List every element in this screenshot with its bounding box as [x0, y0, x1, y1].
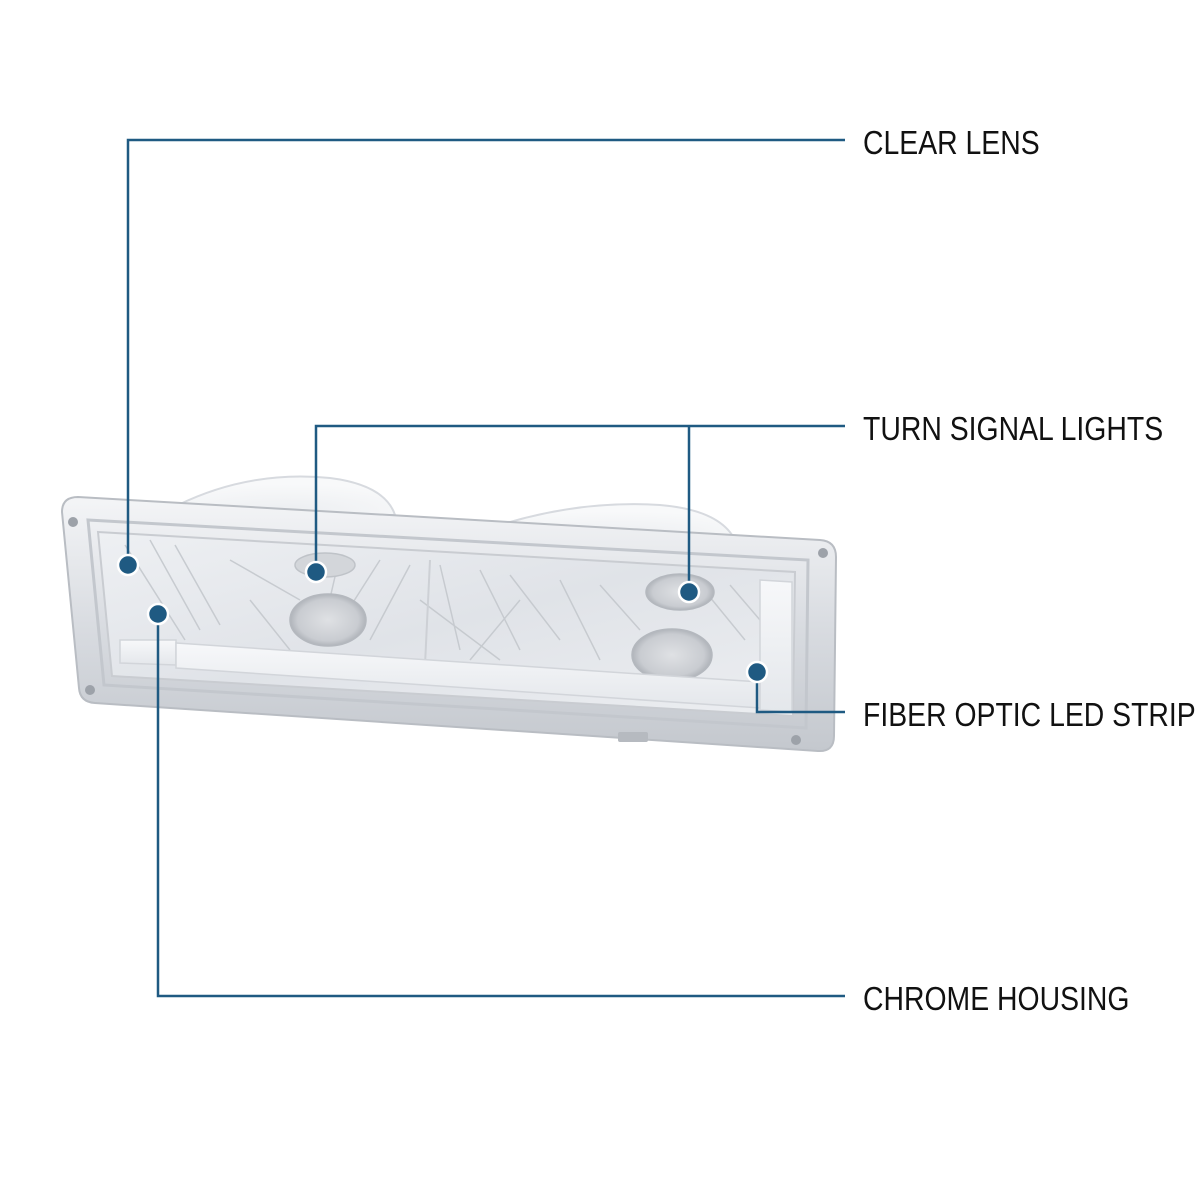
callout-line-led-strip [755, 672, 845, 714]
connector-tab [618, 732, 648, 742]
turn-signal-bulb-1 [289, 593, 367, 647]
fiber-optic-led-strip [119, 579, 793, 713]
callout-dot-chrome-housing [146, 602, 170, 626]
callout-dot-turn-signal-1 [304, 560, 328, 584]
mount-hole-top-right [818, 548, 828, 558]
mount-hole-bottom-left [85, 685, 95, 695]
label-clear-lens: CLEAR LENS [863, 124, 1040, 161]
callout-dot-clear-lens [116, 553, 140, 577]
label-chrome-housing: CHROME HOUSING [863, 980, 1130, 1017]
mount-hole-bottom-right [791, 735, 801, 745]
label-turn-signal-lights: TURN SIGNAL LIGHTS [863, 410, 1164, 447]
label-fiber-optic-led-strip: FIBER OPTIC LED STRIP [863, 696, 1196, 733]
callout-dot-turn-signal-2 [677, 580, 701, 604]
callout-dot-led-strip [745, 660, 769, 684]
callout-line-chrome-housing [156, 614, 845, 998]
turn-signal-bulb-4 [631, 628, 713, 682]
mount-hole-top-left [68, 517, 78, 527]
callout-line-turn-signal-1 [314, 424, 845, 572]
callout-line-clear-lens [126, 138, 845, 565]
